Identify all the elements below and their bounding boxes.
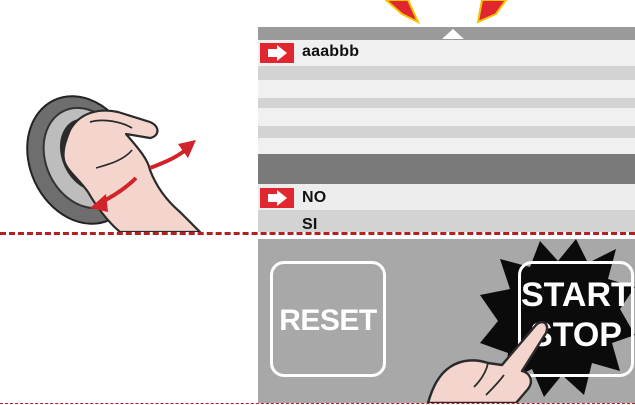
option-label: NO (302, 189, 326, 207)
pointing-hand-illustration (418, 309, 558, 403)
option-row[interactable]: NO (258, 184, 635, 210)
option-label: SI (302, 216, 318, 232)
arrow-right-icon (260, 43, 294, 63)
section-separator (0, 232, 635, 235)
reset-button[interactable]: RESET (270, 261, 386, 377)
menu-row-empty (258, 138, 635, 154)
menu-row-empty (258, 98, 635, 108)
section-divider (258, 154, 635, 184)
scroll-header (258, 27, 635, 40)
menu-row-empty (258, 80, 635, 98)
bottom-separator (0, 403, 635, 404)
menu-row-empty (258, 66, 635, 80)
start-label: START (521, 278, 631, 312)
decorative-arrows-icon (378, 0, 518, 26)
option-row[interactable]: SI (258, 210, 635, 232)
menu-row-empty (258, 108, 635, 126)
control-buttons-panel: RESET START STOP (258, 239, 635, 403)
rotary-knob-illustration (0, 0, 255, 232)
menu-display: aaabbb NO SI (258, 0, 635, 232)
menu-row-label: aaabbb (302, 43, 359, 61)
triangle-up-icon[interactable] (442, 29, 464, 39)
menu-row[interactable]: aaabbb (258, 40, 635, 66)
reset-label: RESET (273, 306, 383, 336)
menu-row-empty (258, 126, 635, 138)
arrow-right-icon (260, 188, 294, 208)
